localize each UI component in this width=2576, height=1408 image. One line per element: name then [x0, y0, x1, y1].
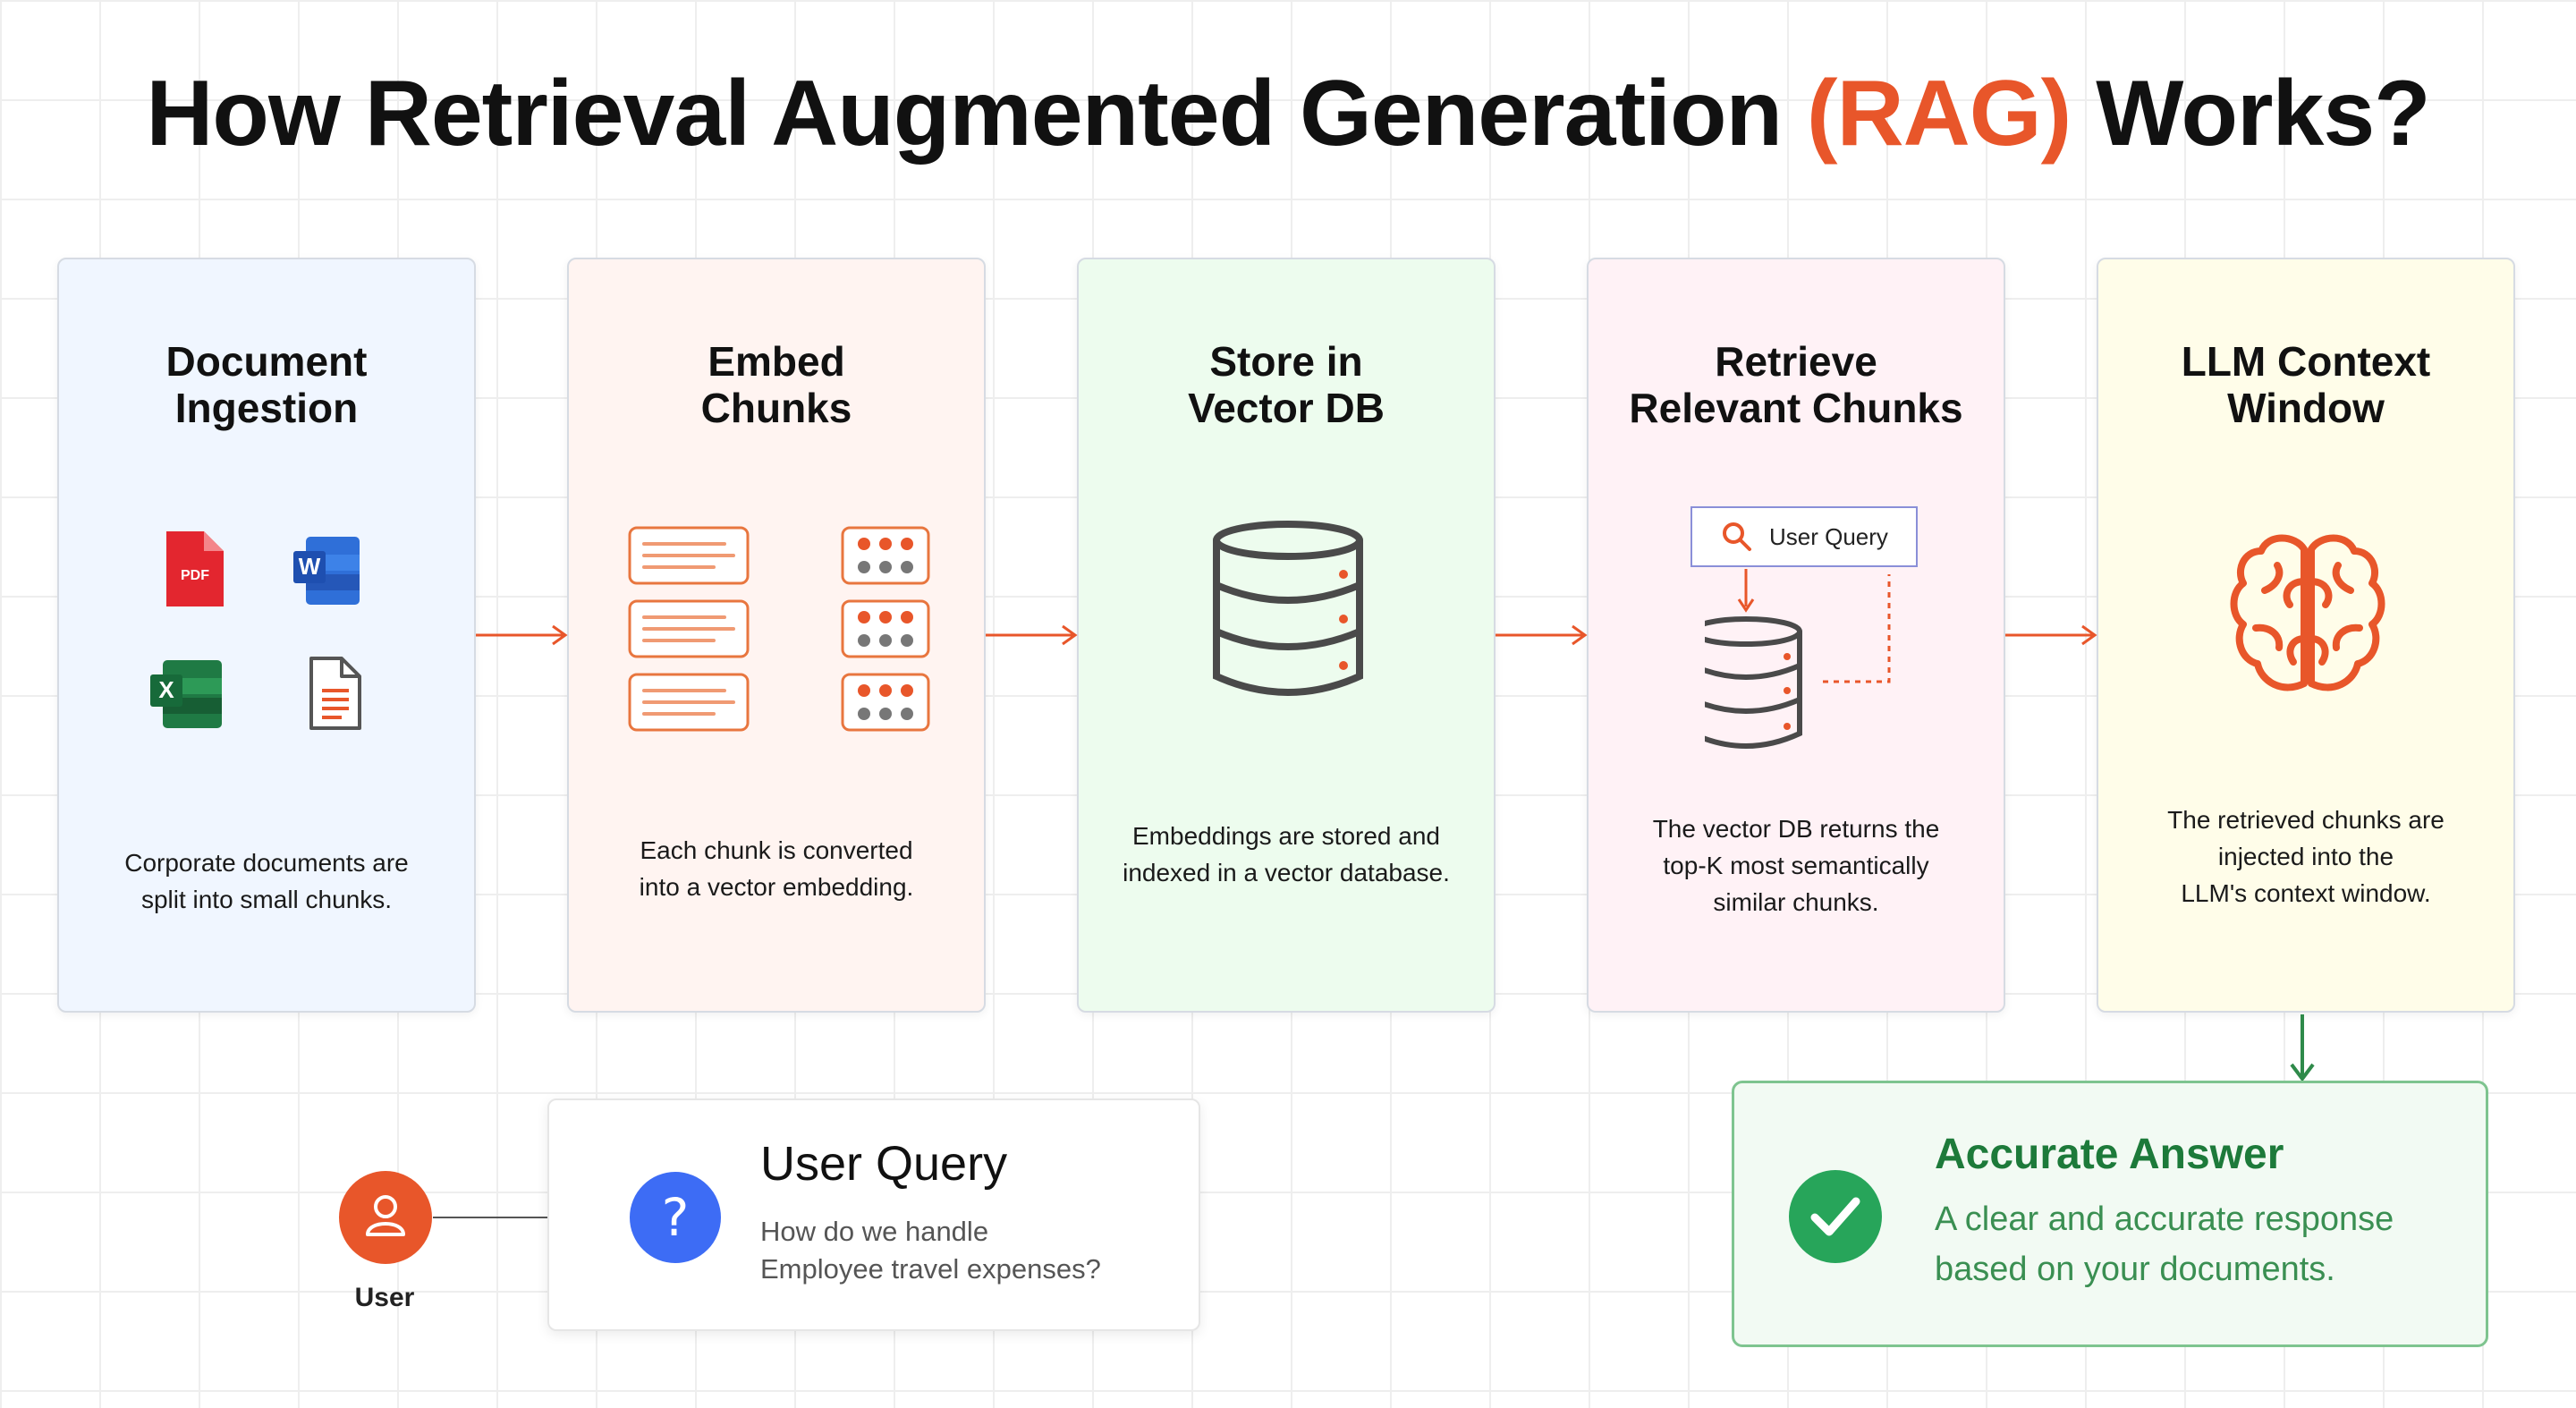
answer-title: Accurate Answer — [1935, 1131, 2284, 1178]
svg-text:X: X — [158, 676, 174, 703]
user-label: User — [354, 1283, 415, 1312]
flow-arrow-3 — [1496, 624, 1588, 646]
answer-text: A clear and accurate response based on y… — [1935, 1200, 2394, 1288]
svg-text:W: W — [299, 553, 321, 580]
title-suffix: Works? — [2071, 62, 2431, 165]
search-icon — [1723, 522, 1751, 551]
flow-arrow-2 — [986, 624, 1078, 646]
step-card-llm-context: LLM Context Window The retrieved chunks … — [2097, 258, 2515, 1013]
user-icon — [366, 1195, 405, 1236]
step-card-retrieve: Retrieve Relevant Chunks User Query The … — [1587, 258, 2005, 1013]
page-title: How Retrieval Augmented Generation (RAG)… — [0, 61, 2576, 167]
search-label: User Query — [1769, 522, 1888, 550]
question-icon: ? — [630, 1172, 721, 1263]
database-icon — [1705, 616, 1802, 749]
step-card-vector-db: Store in Vector DB Embeddings are stored… — [1077, 258, 1496, 1013]
step-title: Retrieve Relevant Chunks — [1629, 338, 1963, 431]
query-text: How do we handle Employee travel expense… — [760, 1216, 1101, 1285]
step-card-embed-chunks: Embed Chunks Each chunk i — [567, 258, 986, 1013]
step-description: Corporate documents are split into small… — [124, 849, 409, 913]
title-prefix: How Retrieval Augmented Generation — [146, 62, 1807, 165]
step-card-document-ingestion: Document Ingestion PDF W X — [57, 258, 476, 1013]
accurate-answer-card: Accurate Answer A clear and accurate res… — [1732, 1081, 2488, 1347]
step-description: The vector DB returns the top-K most sem… — [1652, 815, 1940, 916]
embedding-icons — [628, 526, 930, 732]
document-icons: PDF W X — [150, 531, 361, 730]
flow-arrow-4 — [2005, 624, 2097, 646]
user-query-card: ? User Query How do we handle Employee t… — [547, 1098, 1200, 1331]
step-title: Embed Chunks — [700, 338, 852, 431]
step-description: Each chunk is converted into a vector em… — [639, 836, 914, 901]
step-description: The retrieved chunks are injected into t… — [2167, 806, 2445, 907]
user-connector — [433, 1217, 549, 1218]
check-icon — [1789, 1170, 1882, 1263]
step-title: LLM Context Window — [2181, 338, 2431, 431]
svg-text:PDF: PDF — [181, 568, 209, 583]
search-box: User Query — [1690, 506, 1918, 567]
user-avatar — [339, 1171, 432, 1264]
pdf-file-icon: PDF — [166, 531, 224, 606]
excel-spreadsheet-icon: X — [150, 660, 222, 728]
database-icon — [1213, 521, 1363, 696]
text-document-icon — [309, 657, 361, 730]
brain-icon — [2230, 534, 2385, 691]
flow-arrow-to-answer — [2290, 1014, 2315, 1082]
step-description: Embeddings are stored and indexed in a v… — [1123, 822, 1450, 886]
step-title: Document Ingestion — [165, 338, 368, 431]
flow-arrow-1 — [476, 624, 568, 646]
query-title: User Query — [760, 1137, 1008, 1191]
step-title: Store in Vector DB — [1188, 338, 1385, 431]
retrieval-diagram — [1705, 569, 1891, 749]
vector-embedding-icon — [841, 526, 930, 732]
word-document-icon: W — [293, 537, 360, 605]
title-accent: (RAG) — [1806, 62, 2072, 165]
